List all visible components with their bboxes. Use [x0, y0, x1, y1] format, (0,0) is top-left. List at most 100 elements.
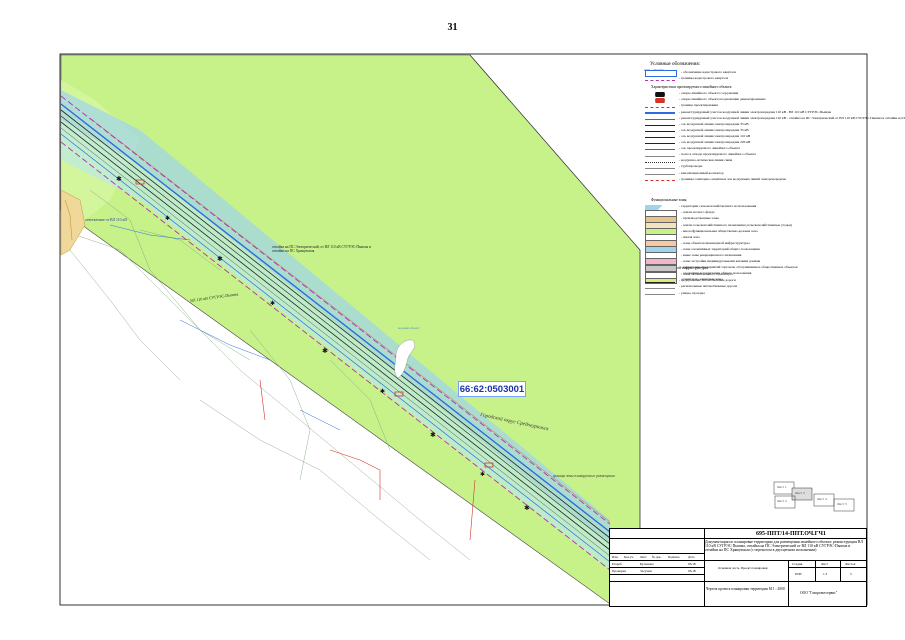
legend-item: - реконструируемый участок воздушной лин…	[645, 115, 905, 121]
legend-item-label: - ось проектируемого линейного объекта	[679, 146, 740, 151]
legend-item-label: - канализационный коллектор	[679, 170, 724, 175]
legend-item-label: - граница проектирования	[679, 103, 718, 108]
role-checker: Проверил	[612, 569, 627, 573]
legend-item-label: - реконструируемый участок воздушной лин…	[679, 109, 832, 114]
legend-item-label: - границы кадастрового квартала	[679, 76, 729, 81]
legend-symbol	[645, 141, 675, 145]
legend-item-label: - реконструируемый участок воздушной лин…	[679, 115, 905, 120]
name-checker: Засухин	[640, 569, 652, 573]
pond	[394, 339, 415, 379]
role-developer: Разраб.	[612, 562, 623, 566]
svg-text:✱: ✱	[430, 431, 436, 439]
sheets-value: 5	[850, 572, 852, 576]
legend-item-label: - зоны автомобильного транспорта	[681, 272, 733, 277]
legend-item-label: - санитарно-защитные зоны	[681, 277, 723, 282]
legend-item-label: - опоры линейного объекта подлежащие дем…	[679, 97, 766, 102]
hdr-sign: Подпись	[668, 555, 680, 559]
legend-item-label: - иные зоны рекреационного назначения	[681, 253, 742, 257]
legend-item-label: - ось воздушной линии электропередачи 11…	[679, 133, 751, 138]
drawing-name: Чертеж проекта планировки территории М 1…	[706, 587, 785, 591]
map-label-line-mid: отпайка на ПС Электрический, от ВЛ 110 к…	[272, 245, 371, 253]
legend-item: - улицы, проезды	[645, 290, 705, 296]
legend-item-label: - зоны объектов инженерной инфраструктур…	[681, 240, 750, 245]
legend-item-label: - производственные зоны	[681, 216, 719, 221]
legend-section-1: Характеристики проектируемого линейного …	[651, 85, 733, 89]
sheet-value: 1.3	[823, 572, 828, 576]
legend-item: - ось воздушной линии электропередачи 35…	[645, 128, 749, 134]
legend-symbol	[645, 147, 675, 151]
legend-item-label: - полоса отвода проектируемого линейного…	[679, 152, 756, 157]
title-block: 695-ППТ/14-ППТ.ОЧ.ГЧ1 Документация по пл…	[609, 528, 867, 607]
project-title: Документация по планировке территории дл…	[705, 540, 863, 553]
legend-item: - зоны автомобильного транспорта	[645, 271, 733, 279]
zone-boundary	[469, 54, 641, 604]
hdr-kol: Кол.уч.	[624, 555, 634, 559]
svg-text:✱: ✱	[480, 471, 485, 478]
legend-item: - границы санитарно-защитных зон воздушн…	[645, 176, 786, 182]
legend-symbol	[645, 135, 675, 139]
legend-item: - реконструируемый участок воздушной лин…	[645, 109, 831, 115]
legend-item: - опоры линейного объекта подлежащие дем…	[645, 97, 766, 103]
legend-item-label: - жилая зона	[681, 234, 700, 239]
sheet-label-3: Лист 3	[795, 491, 805, 495]
page-number: 31	[447, 22, 458, 33]
date-developer: 06.18	[688, 562, 696, 566]
red-markers	[135, 179, 494, 468]
legend-symbol	[645, 292, 675, 295]
legend-symbol	[645, 117, 675, 120]
legend-symbol	[645, 280, 675, 283]
legend-title: Условные обозначения:	[650, 62, 701, 67]
svg-text:✱: ✱	[380, 388, 385, 395]
hdr-date: Дата	[688, 555, 695, 559]
corridor-towers: ✱ ✱ ✱ ✱ ✱ ✱ ✱ ✱ ✱	[116, 175, 530, 512]
sheet-label-5: Лист 5	[837, 502, 847, 506]
legend-symbol	[645, 286, 675, 289]
legend-item: - границы кадастрового квартала	[645, 76, 728, 82]
legend-symbol	[645, 78, 675, 81]
legend-item-label: - региональные автомобильные дороги	[679, 284, 738, 289]
legend-symbol	[645, 160, 675, 163]
legend-item-label: - воздушно-оптическая линия связи	[679, 158, 733, 163]
legend-item: - ось воздушной линии электропередачи 11…	[645, 134, 750, 140]
legend-item-label: - ось воздушной линии электропередачи 35…	[679, 127, 749, 132]
legend-item-label: - улицы, проезды	[679, 290, 705, 295]
sheets-label: Листов	[845, 562, 856, 566]
legend-item: - воздушно-оптическая линия связи	[645, 158, 732, 164]
stage-value: ППТ	[795, 572, 802, 576]
legend-item: - территории сельскохозяйственного испол…	[645, 204, 756, 210]
legend-item-label: - зоны озеленённых территорий общего пол…	[681, 246, 760, 251]
industrial-area	[60, 189, 86, 256]
legend-section-2: Функциональные зоны:	[651, 198, 688, 202]
legend-item-label: - территории сельскохозяйственного испол…	[679, 204, 757, 209]
svg-text:✱: ✱	[165, 215, 170, 222]
legend-item: - канализационный коллектор	[645, 170, 724, 176]
hdr-list: Лист	[640, 555, 647, 559]
legend-item-label: - трубопроводы	[679, 164, 703, 169]
legend-item: - ось воздушной линии электропередачи 22…	[645, 140, 750, 146]
legend-item-label: - территории предприятий торговли, обслу…	[681, 265, 798, 270]
hdr-doc: № док.	[652, 555, 662, 559]
organization: ООО "Газпроектсервис"	[800, 591, 838, 595]
name-developer: Кучанова	[640, 562, 654, 566]
legend-symbol	[645, 123, 675, 126]
land-parcels	[60, 189, 471, 561]
cadastral-number-label: 66:62:0503001	[458, 381, 526, 397]
legend-symbol	[645, 129, 675, 133]
legend-item-label: - ось воздушной линии электропередачи 22…	[679, 140, 751, 144]
legend-symbol	[645, 271, 677, 279]
legend-symbol	[645, 91, 675, 97]
legend-item-label: - озеленённые территории общего пользова…	[681, 271, 752, 276]
legend-item: - опоры линейного объекта сооружения	[645, 91, 738, 97]
legend-item: - полоса отвода проектируемого линейного…	[645, 152, 756, 158]
svg-text:✱: ✱	[524, 504, 530, 512]
legend-item: - обозначение кадастрового квартала	[645, 69, 736, 77]
legend-item-label: - федеральные автомобильные дороги	[679, 278, 736, 283]
sheet-label-2: Лист 2	[777, 499, 787, 503]
legend-item-label: - границы санитарно-защитных зон воздушн…	[679, 176, 786, 181]
legend-item: - ось проектируемого линейного объекта	[645, 146, 740, 152]
map-label-pond: водный объект	[398, 326, 420, 330]
svg-text:✱: ✱	[322, 347, 328, 355]
sheet-scheme	[773, 481, 855, 512]
legend-item: - ось воздушной линии электропередачи 35…	[645, 122, 749, 128]
